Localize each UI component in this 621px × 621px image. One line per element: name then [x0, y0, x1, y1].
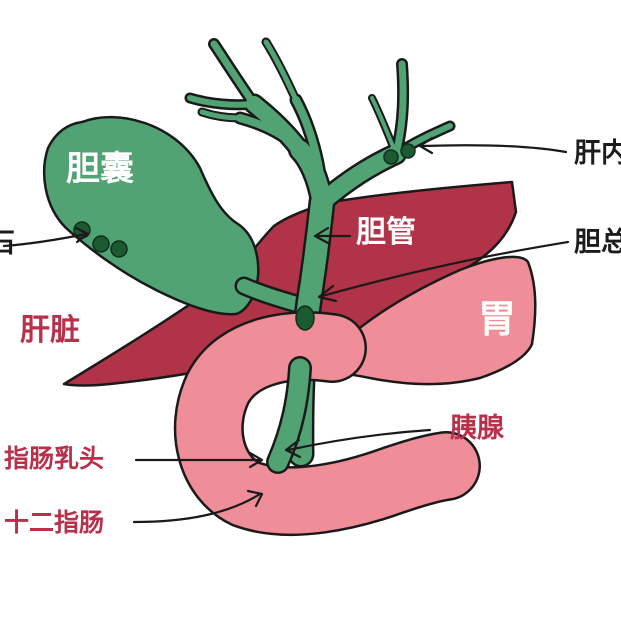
label-papilla: 指肠乳头: [4, 444, 105, 473]
arrow-intrahepatic: [420, 144, 568, 154]
arrow-common-bile-duct: [320, 240, 570, 298]
label-intrahepatic: 肝内: [574, 138, 621, 169]
biliary-tree: [184, 37, 456, 468]
label-pancreas: 胰腺: [450, 413, 504, 444]
stomach-shape: [316, 255, 537, 386]
label-liver: 肝脏: [20, 313, 80, 348]
label-gallbladder: 胆囊: [66, 149, 134, 189]
annotation-arrows: [2, 136, 570, 524]
gallbladder-stone: [110, 240, 128, 258]
label-common-bile-duct: 胆总: [574, 227, 621, 258]
arrow-stone: [2, 232, 88, 248]
gallbladder-stone: [92, 235, 110, 253]
arrow-duodenum: [132, 492, 262, 524]
gallstones: [73, 143, 416, 331]
label-bile-duct: 胆管: [356, 215, 416, 250]
label-duodenum: 十二指肠: [4, 508, 105, 537]
intrahepatic-stone: [383, 149, 399, 165]
gallbladder-shape: [42, 115, 260, 316]
label-stomach: 胃: [478, 297, 517, 341]
duodenum-shape: [173, 311, 481, 537]
intrahepatic-stone: [400, 143, 416, 159]
label-stone: 石: [0, 228, 15, 259]
arrow-pancreas: [286, 428, 432, 452]
common-duct-stone: [295, 305, 315, 331]
